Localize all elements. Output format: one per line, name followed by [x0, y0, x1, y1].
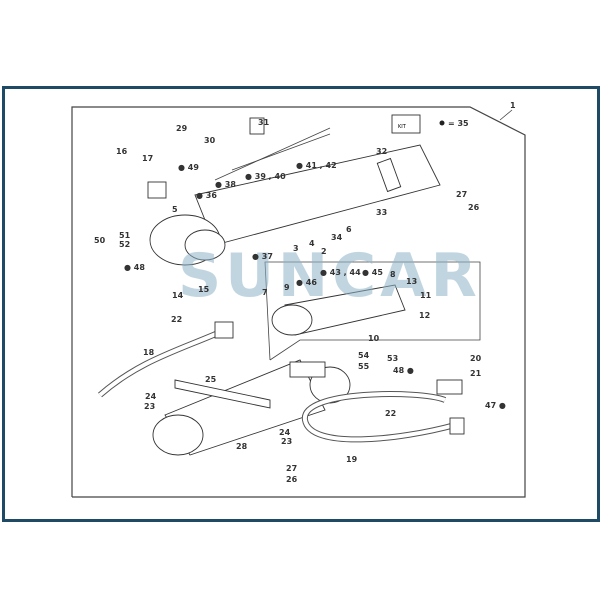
part-label: 23	[144, 402, 155, 411]
part-label: ● 48	[124, 263, 145, 272]
part-label: 2	[321, 247, 327, 256]
part-label: 16	[116, 147, 128, 156]
part-label: 22	[171, 315, 182, 324]
part-label: ● 37	[252, 252, 273, 261]
part-label: 15	[198, 285, 210, 294]
part-label: 29	[176, 124, 188, 133]
part-label: 20	[470, 354, 482, 363]
part-label: ● 41 , 42	[296, 161, 337, 170]
part-label: 14	[172, 291, 184, 300]
part-label: 32	[376, 147, 387, 156]
part-label: 27	[286, 464, 297, 473]
part-label: 6	[346, 225, 352, 234]
part-label: 9	[284, 283, 290, 292]
part-label: 17	[142, 154, 153, 163]
part-label: 52	[119, 240, 130, 249]
part-label: 51	[119, 231, 131, 240]
cylinder-barrel	[147, 117, 441, 266]
drawing-outline	[71, 106, 526, 498]
part-label: 27	[456, 190, 467, 199]
part-label: 23	[281, 437, 292, 446]
part-label: 26	[468, 203, 480, 212]
part-label: 55	[358, 362, 370, 371]
part-label: 24	[279, 428, 291, 437]
part-label: 31	[258, 118, 270, 127]
part-label: 22	[385, 409, 396, 418]
part-label: 54	[358, 351, 370, 360]
dot-icon	[439, 120, 445, 126]
part-label: 28	[236, 442, 248, 451]
part-label: ● 39 , 40	[245, 172, 286, 181]
part-label: 47 ●	[485, 401, 506, 410]
part-label: 48 ●	[393, 366, 414, 375]
detail-inset	[264, 261, 481, 361]
part-label: 26	[286, 475, 298, 484]
part-label: 5	[172, 205, 178, 214]
part-label: 30	[204, 136, 216, 145]
part-label: 33	[376, 208, 387, 217]
part-label: 13	[406, 277, 417, 286]
part-label: ● 49	[178, 163, 199, 172]
part-label: 8	[390, 270, 396, 279]
part-label: 11	[420, 291, 432, 300]
part-label: ● 45	[362, 268, 383, 277]
part-label: 34	[331, 233, 343, 242]
part-label: ● 38	[215, 180, 236, 189]
part-label: 19	[346, 455, 358, 464]
part-label: 21	[470, 369, 482, 378]
part-label: 25	[205, 375, 217, 384]
part-label: 18	[143, 348, 155, 357]
muffler-assembly	[98, 321, 465, 456]
part-label: 12	[419, 311, 430, 320]
part-label: 10	[368, 334, 380, 343]
part-label: ● 36	[196, 191, 217, 200]
kit-box-icon: KIT	[391, 114, 421, 134]
part-label: 50	[94, 236, 106, 245]
part-label: 4	[309, 239, 315, 248]
watermark: SUNCAR	[178, 241, 481, 311]
part-label: 7	[262, 288, 268, 297]
part-label: ● 46	[296, 278, 317, 287]
part-label: 1	[510, 101, 516, 110]
part-label: 3	[293, 244, 299, 253]
legend-note: = 35	[448, 119, 469, 128]
part-label: 53	[387, 354, 398, 363]
part-label: ● 43 , 44	[320, 268, 361, 277]
part-label: 24	[145, 392, 157, 401]
kit-box-label: KIT	[398, 124, 407, 130]
